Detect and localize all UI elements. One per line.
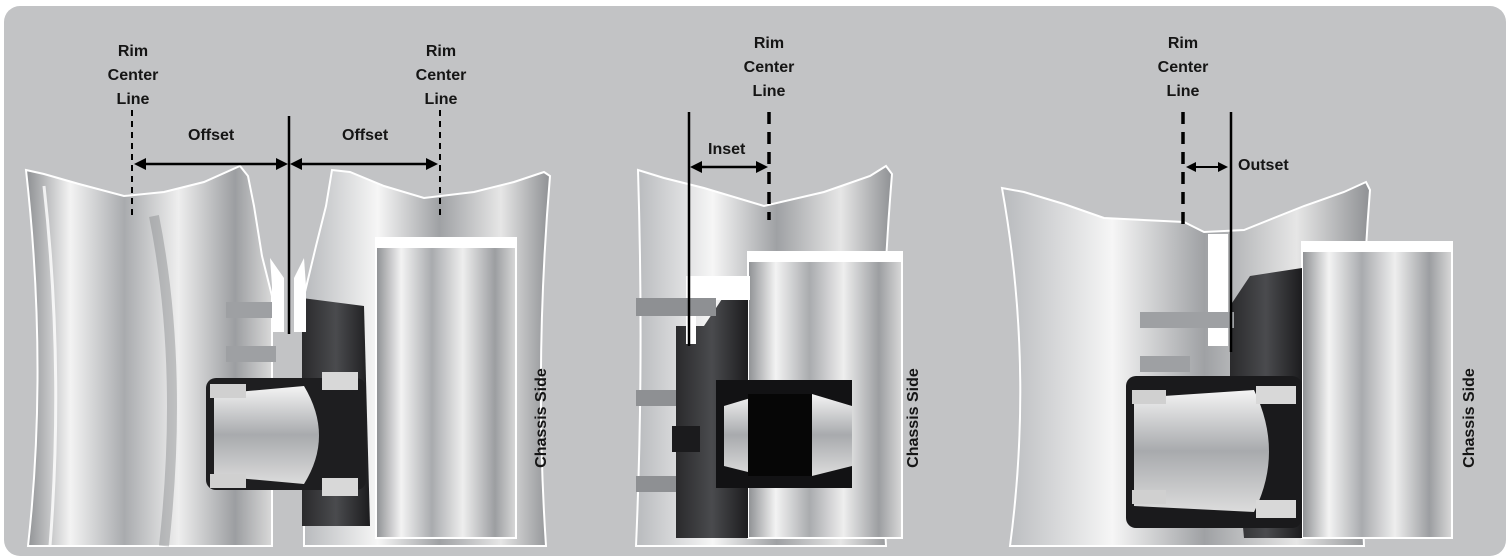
diagram-panel: Rim Center Line Rim Center Line Offset O… (4, 6, 1506, 556)
inset-label: Inset (708, 141, 746, 158)
panel1-dimension-lines (131, 110, 441, 334)
chassis-side-label-3: Chassis Side (1461, 368, 1478, 468)
rim-center-line-label-right: Rim Center Line (415, 43, 467, 108)
wheel-illustrations (24, 110, 1453, 547)
brake-drum (375, 237, 517, 539)
panel3-dimension-lines (1181, 112, 1233, 352)
rim-center-line-label-outset: Rim Center Line (1157, 35, 1209, 100)
chassis-side-label-2: Chassis Side (905, 368, 922, 468)
rim-center-line-label-inset: Rim Center Line (743, 35, 795, 100)
offset-label-right: Offset (342, 127, 389, 144)
outset-label: Outset (1238, 157, 1289, 174)
inset-wheel-illustration (634, 164, 903, 547)
rim-center-line-label-left: Rim Center Line (107, 43, 159, 108)
outset-wheel-illustration (1000, 180, 1453, 547)
offset-label-left: Offset (188, 127, 235, 144)
panel2-dimension-lines (687, 112, 771, 346)
chassis-side-label-1: Chassis Side (533, 368, 550, 468)
outset-brake-drum (1301, 241, 1453, 539)
dual-wheel-illustration (24, 164, 552, 547)
